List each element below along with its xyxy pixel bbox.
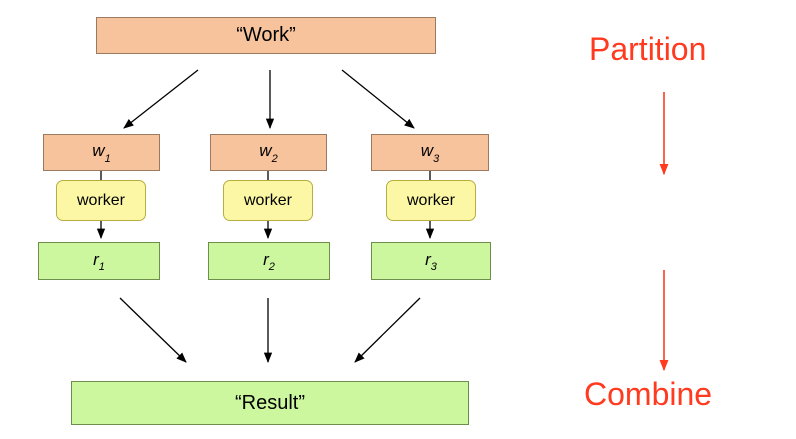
r3-label: r3 <box>425 249 437 274</box>
arrow-work-to-w1 <box>123 69 199 129</box>
work-box: “Work” <box>96 17 436 54</box>
worker1-label: worker <box>76 191 125 209</box>
r1-label: r1 <box>93 249 105 274</box>
worker3-label: worker <box>406 191 455 209</box>
result-label: “Result” <box>234 391 305 414</box>
partition-label: Partition <box>589 31 707 67</box>
r3-box: r3 <box>371 242 491 280</box>
r2-label: r2 <box>263 249 275 274</box>
r2-box: r2 <box>208 242 330 280</box>
worker1-box: worker <box>56 180 146 221</box>
combine-label: Combine <box>584 376 713 412</box>
work-label: “Work” <box>236 24 296 46</box>
r1-box: r1 <box>38 242 160 280</box>
arrow-r1-to-result <box>119 297 187 363</box>
arrow-r3-to-result <box>354 297 421 363</box>
result-box: “Result” <box>71 381 469 425</box>
w1-box: w1 <box>43 134 160 171</box>
w3-box: w3 <box>371 134 489 171</box>
w2-box: w2 <box>210 134 327 171</box>
worker2-label: worker <box>243 191 292 209</box>
worker3-box: worker <box>386 180 476 221</box>
worker2-box: worker <box>223 180 313 221</box>
w3-label: w3 <box>420 141 440 165</box>
w2-label: w2 <box>259 141 278 165</box>
w1-label: w1 <box>92 141 111 165</box>
arrow-work-to-w3 <box>341 69 415 129</box>
